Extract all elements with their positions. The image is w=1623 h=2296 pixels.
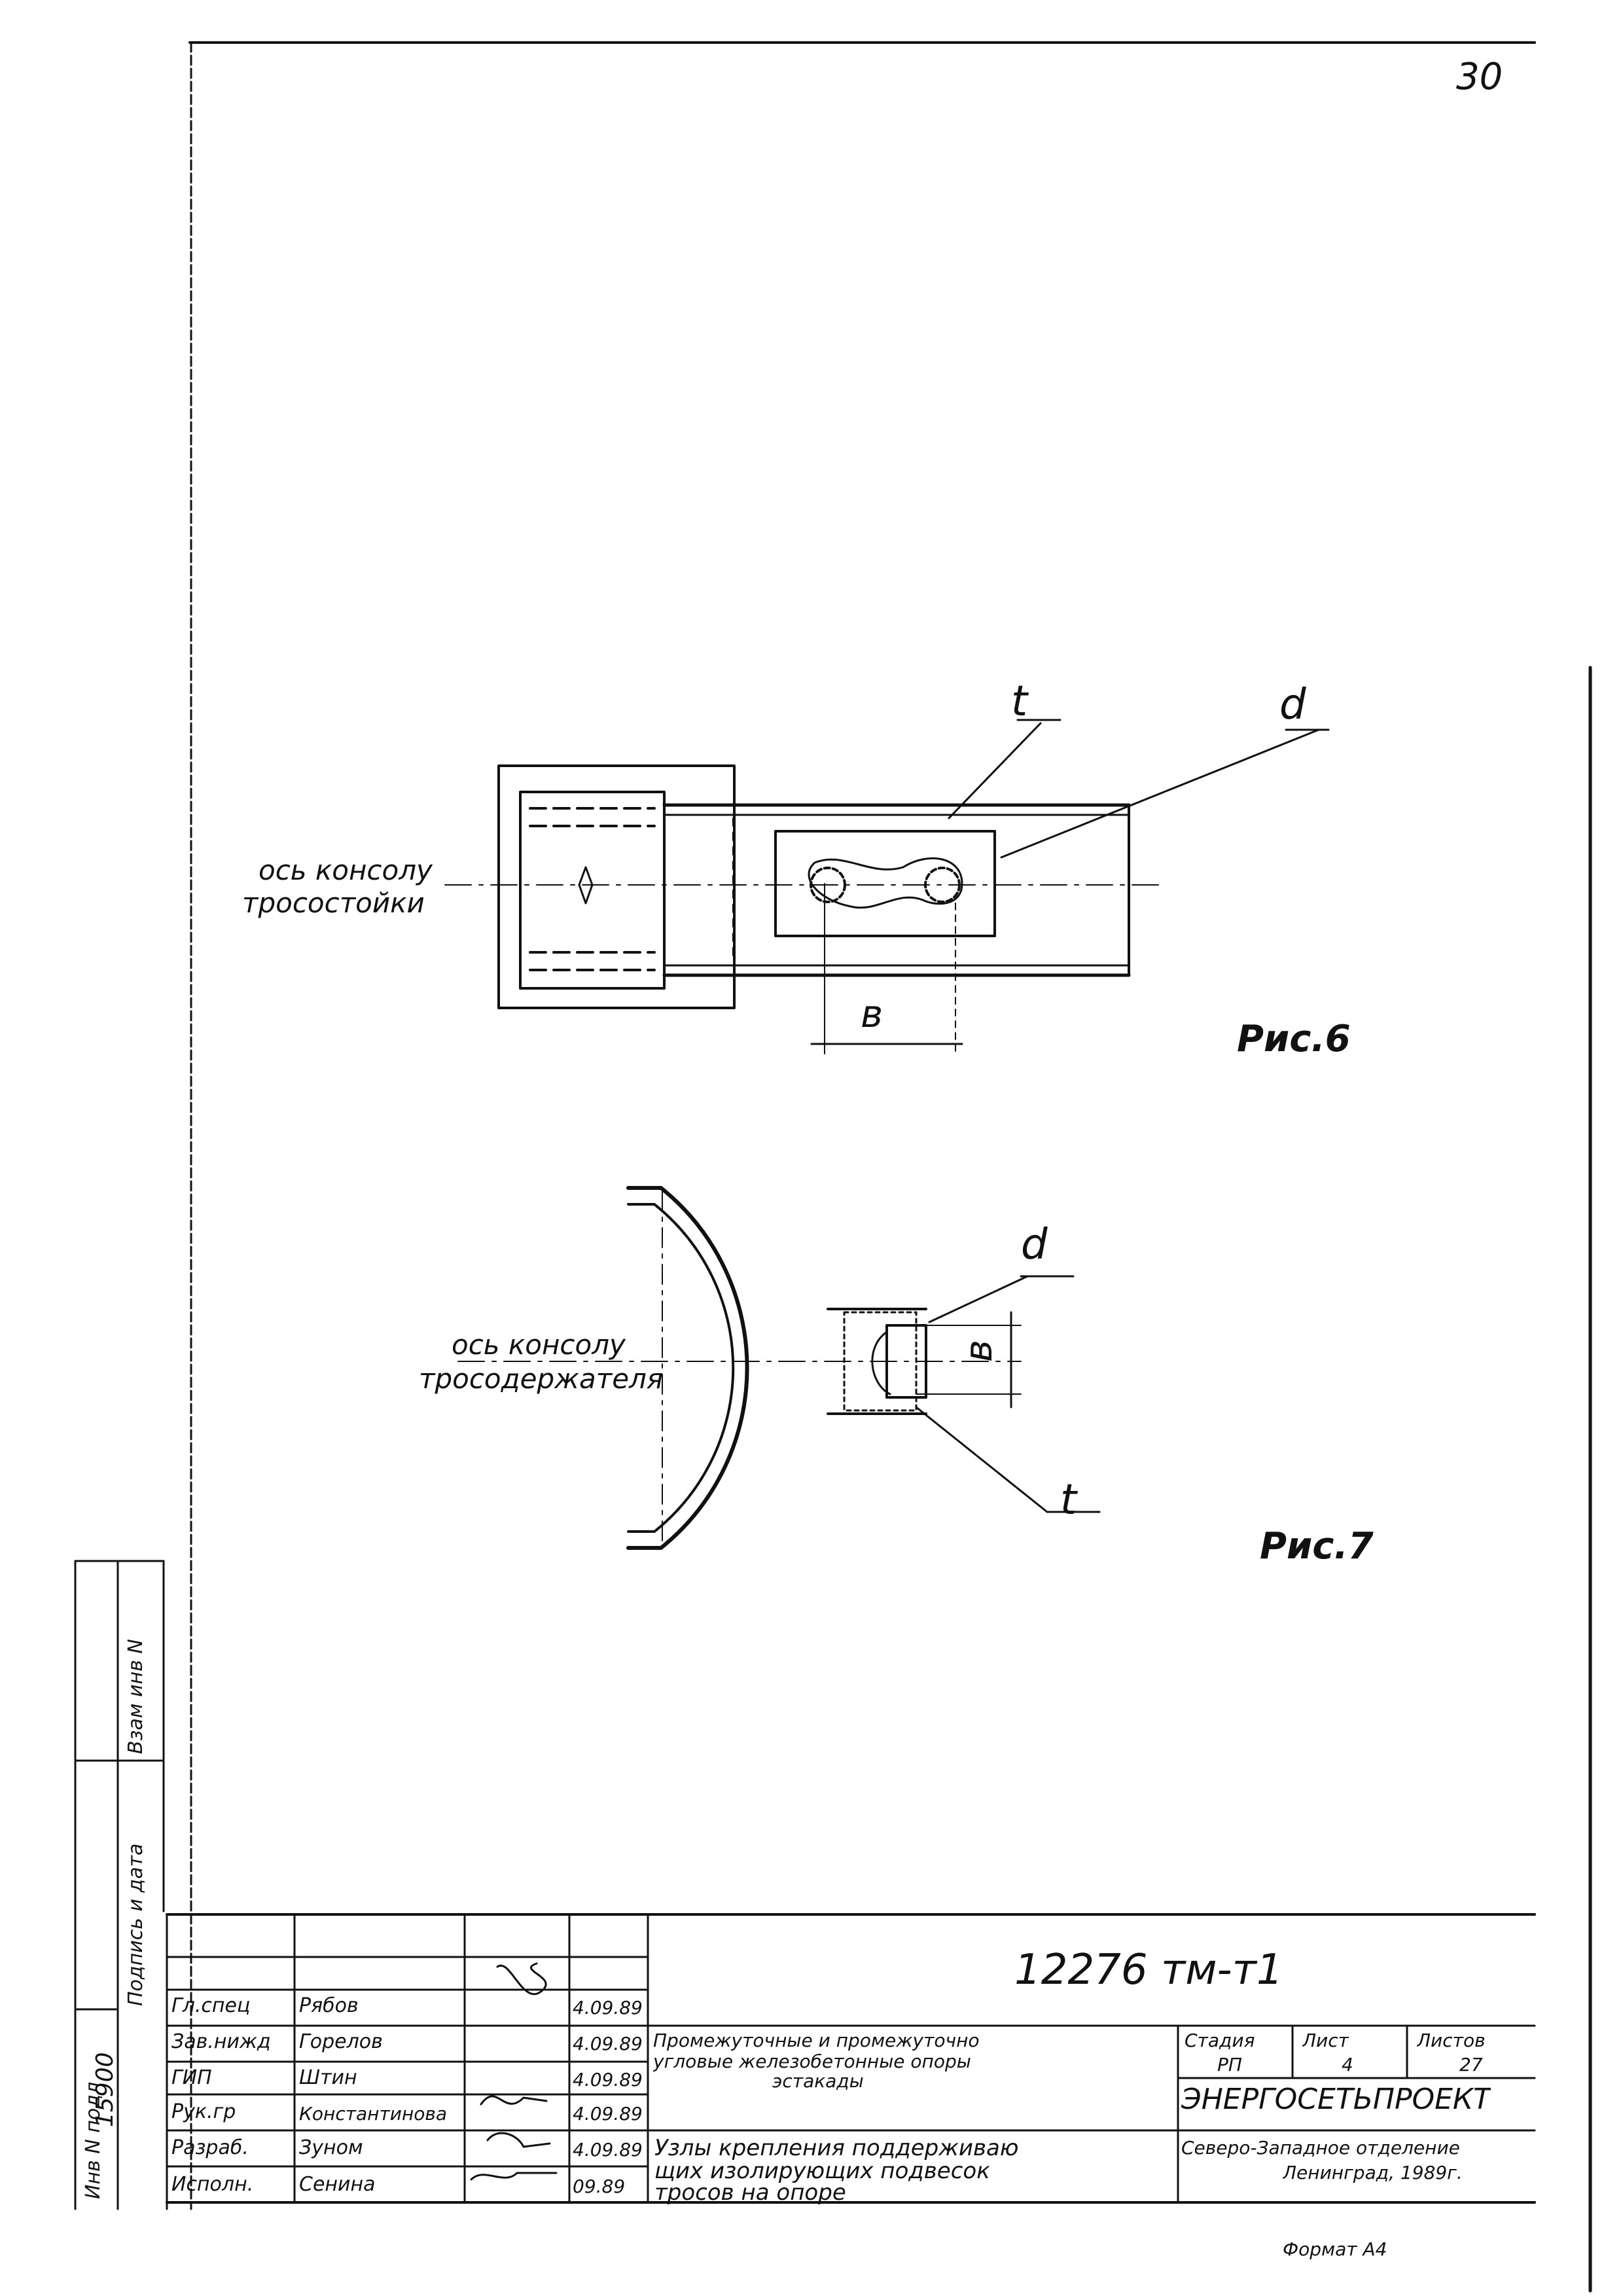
side-stamp-sign-label: Подпись и дата <box>124 1843 147 2007</box>
sheet-title-line3: тросов на опоре <box>654 2179 846 2206</box>
row-role: Разраб. <box>171 2136 249 2159</box>
project-title-line3: эстакады <box>772 2070 864 2092</box>
figure-7-drawing <box>457 1186 1101 1550</box>
row-date: 4.09.89 <box>573 2069 643 2090</box>
sheets-header: Листов <box>1417 2030 1486 2051</box>
row-role: Исполн. <box>171 2173 254 2196</box>
figure-6-drawing <box>444 719 1330 1054</box>
org-line2: Северо-Западное отделение <box>1181 2137 1460 2159</box>
row-name: Рябов <box>299 1994 359 2017</box>
fig6-label-t: t <box>1011 677 1028 726</box>
row-role: Рук.гр <box>171 2100 236 2123</box>
row-name: Зуном <box>299 2136 363 2159</box>
figure-6-caption: Рис.6 <box>1237 1018 1351 1060</box>
sheet-number: 30 <box>1456 56 1503 98</box>
org-name: ЭНЕРГОСЕТЬПРОЕКТ <box>1181 2083 1491 2116</box>
row-role: Гл.спец <box>171 1994 251 2017</box>
sheets-value: 27 <box>1459 2054 1483 2075</box>
row-role: Зав.нижд <box>171 2030 271 2053</box>
row-role: ГИП <box>171 2066 212 2089</box>
document-number: 12276 тм-т1 <box>1014 1947 1283 1993</box>
row-name: Горелов <box>299 2030 383 2053</box>
side-stamp-inv-label: Взам инв N <box>124 1639 147 1754</box>
org-line3: Ленинград, 1989г. <box>1283 2162 1463 2183</box>
project-title-line1: Промежуточные и промежуточно <box>653 2030 980 2051</box>
side-stamp-orig-value: 15900 <box>92 2052 118 2127</box>
fig6-axis-label-line2: тросостойки <box>242 887 425 919</box>
format-label: Формат А4 <box>1283 2238 1387 2260</box>
fig7-axis-label-line2: тросодержателя <box>419 1363 664 1395</box>
fig7-label-t: t <box>1060 1476 1077 1524</box>
sheet-title-line2: щих изолирующих подвесок <box>654 2158 990 2184</box>
fig7-axis-label-line1: ось консолу <box>452 1329 626 1361</box>
side-stamp-frame <box>74 1560 165 2210</box>
row-date: 4.09.89 <box>573 2139 643 2161</box>
sheet-title-line1: Узлы крепления поддерживаю <box>654 2135 1019 2161</box>
row-name: Сенина <box>299 2173 376 2196</box>
row-date: 4.09.89 <box>573 2103 643 2125</box>
row-date: 4.09.89 <box>573 2033 643 2054</box>
row-name: Штин <box>299 2066 357 2089</box>
stage-value: РП <box>1217 2054 1242 2075</box>
sheet-value: 4 <box>1342 2054 1353 2075</box>
fig7-label-d: d <box>1021 1221 1048 1269</box>
title-block-frame <box>166 1913 1536 2210</box>
fig6-label-d: d <box>1279 681 1306 729</box>
row-date: 4.09.89 <box>573 1997 643 2018</box>
stage-header: Стадия <box>1185 2030 1255 2051</box>
figure-7-caption: Рис.7 <box>1260 1525 1374 1568</box>
sheet-header: Лист <box>1302 2030 1349 2051</box>
row-date: 09.89 <box>573 2176 626 2197</box>
signature-marks <box>470 1962 558 2181</box>
project-title-line2: угловые железобетонные опоры <box>653 2051 971 2072</box>
row-name: Константинова <box>299 2103 448 2125</box>
fig7-label-b: в <box>956 1339 1001 1363</box>
fig6-axis-label-line1: ось консолу <box>259 854 433 886</box>
fig6-label-b: в <box>861 992 883 1036</box>
